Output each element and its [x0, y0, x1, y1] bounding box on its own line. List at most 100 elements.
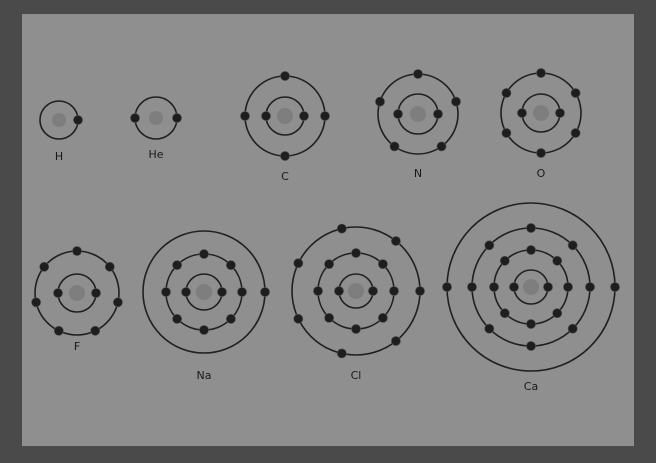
electron — [555, 108, 565, 118]
electron — [393, 109, 403, 119]
electron — [610, 282, 620, 292]
electron — [570, 128, 581, 138]
atom-c: C — [240, 71, 330, 183]
electron — [377, 259, 388, 269]
nucleus-ca — [523, 279, 539, 295]
electron — [484, 240, 495, 251]
nucleus-f — [69, 285, 85, 301]
atom-label-f: F — [74, 340, 80, 353]
atom-o: O — [500, 68, 582, 180]
atom-f: F — [31, 246, 123, 353]
atom-label-he: He — [148, 148, 163, 161]
nucleus-c — [277, 108, 293, 124]
atom-label-cl: Cl — [351, 369, 362, 382]
atom-label-c: C — [281, 170, 289, 183]
diagram-panel — [22, 14, 634, 446]
atom-label-na: Na — [197, 369, 212, 382]
electron — [536, 68, 546, 78]
electron — [517, 108, 527, 118]
electron — [73, 115, 83, 125]
electron — [181, 287, 191, 297]
electron — [377, 312, 388, 323]
nucleus-h — [52, 113, 66, 127]
electron — [436, 141, 447, 152]
electron — [90, 325, 101, 336]
electron — [172, 313, 182, 324]
electron — [484, 323, 495, 334]
electron — [390, 236, 401, 246]
electron — [217, 287, 227, 297]
atom-h: H — [39, 100, 83, 163]
electron — [585, 282, 595, 292]
electron — [104, 261, 115, 272]
electron — [237, 287, 247, 297]
electron — [526, 223, 536, 233]
electron — [467, 282, 477, 292]
electron — [442, 282, 452, 292]
electron — [509, 282, 519, 292]
electron — [225, 313, 236, 324]
electron — [324, 259, 334, 269]
electron — [91, 288, 101, 298]
electron — [389, 141, 400, 152]
electron — [336, 348, 347, 359]
electron — [39, 261, 50, 272]
electron — [413, 69, 423, 79]
electron — [172, 113, 182, 123]
electron — [280, 71, 290, 81]
electron — [536, 148, 546, 158]
electron — [433, 109, 443, 119]
electron — [31, 297, 41, 308]
atom-cl: Cl — [291, 223, 425, 382]
electron — [570, 88, 581, 98]
electron — [351, 248, 361, 258]
nucleus-na — [196, 284, 212, 300]
nucleus-n — [410, 106, 426, 122]
electron — [489, 282, 499, 292]
nucleus-he — [149, 111, 163, 125]
nucleus-o — [533, 105, 549, 121]
electron — [324, 312, 334, 323]
electron — [567, 240, 578, 251]
electron — [526, 319, 536, 329]
electron — [552, 308, 563, 319]
electron — [501, 128, 512, 138]
electron — [552, 255, 563, 266]
electron — [260, 287, 270, 297]
atom-n: N — [375, 69, 461, 180]
electron — [389, 286, 399, 296]
electron — [53, 325, 64, 336]
electron — [334, 286, 344, 296]
electron — [390, 336, 401, 346]
electron — [72, 246, 82, 256]
electron — [172, 260, 182, 270]
electron — [240, 111, 250, 121]
electron — [543, 282, 553, 292]
electron — [351, 324, 361, 334]
atom-label-ca: Ca — [524, 380, 538, 393]
electron — [199, 249, 209, 259]
atom-he: He — [130, 96, 182, 161]
electron — [130, 113, 140, 123]
electron — [451, 96, 461, 107]
electron — [225, 260, 236, 270]
atom-ca: Ca — [442, 202, 620, 393]
electron — [526, 341, 536, 351]
electron — [313, 286, 323, 296]
atom-label-o: O — [537, 167, 546, 180]
electron — [336, 223, 347, 234]
electron — [526, 245, 536, 255]
atom-label-n: N — [414, 167, 422, 180]
electron — [567, 323, 578, 334]
electron — [299, 111, 309, 121]
electron — [161, 287, 171, 297]
atom-na: Na — [142, 230, 270, 382]
electron — [501, 88, 512, 98]
electron — [368, 286, 378, 296]
electron — [113, 297, 123, 308]
electron — [563, 282, 573, 292]
electron — [293, 258, 304, 269]
electron — [499, 308, 510, 319]
electron — [499, 255, 510, 266]
